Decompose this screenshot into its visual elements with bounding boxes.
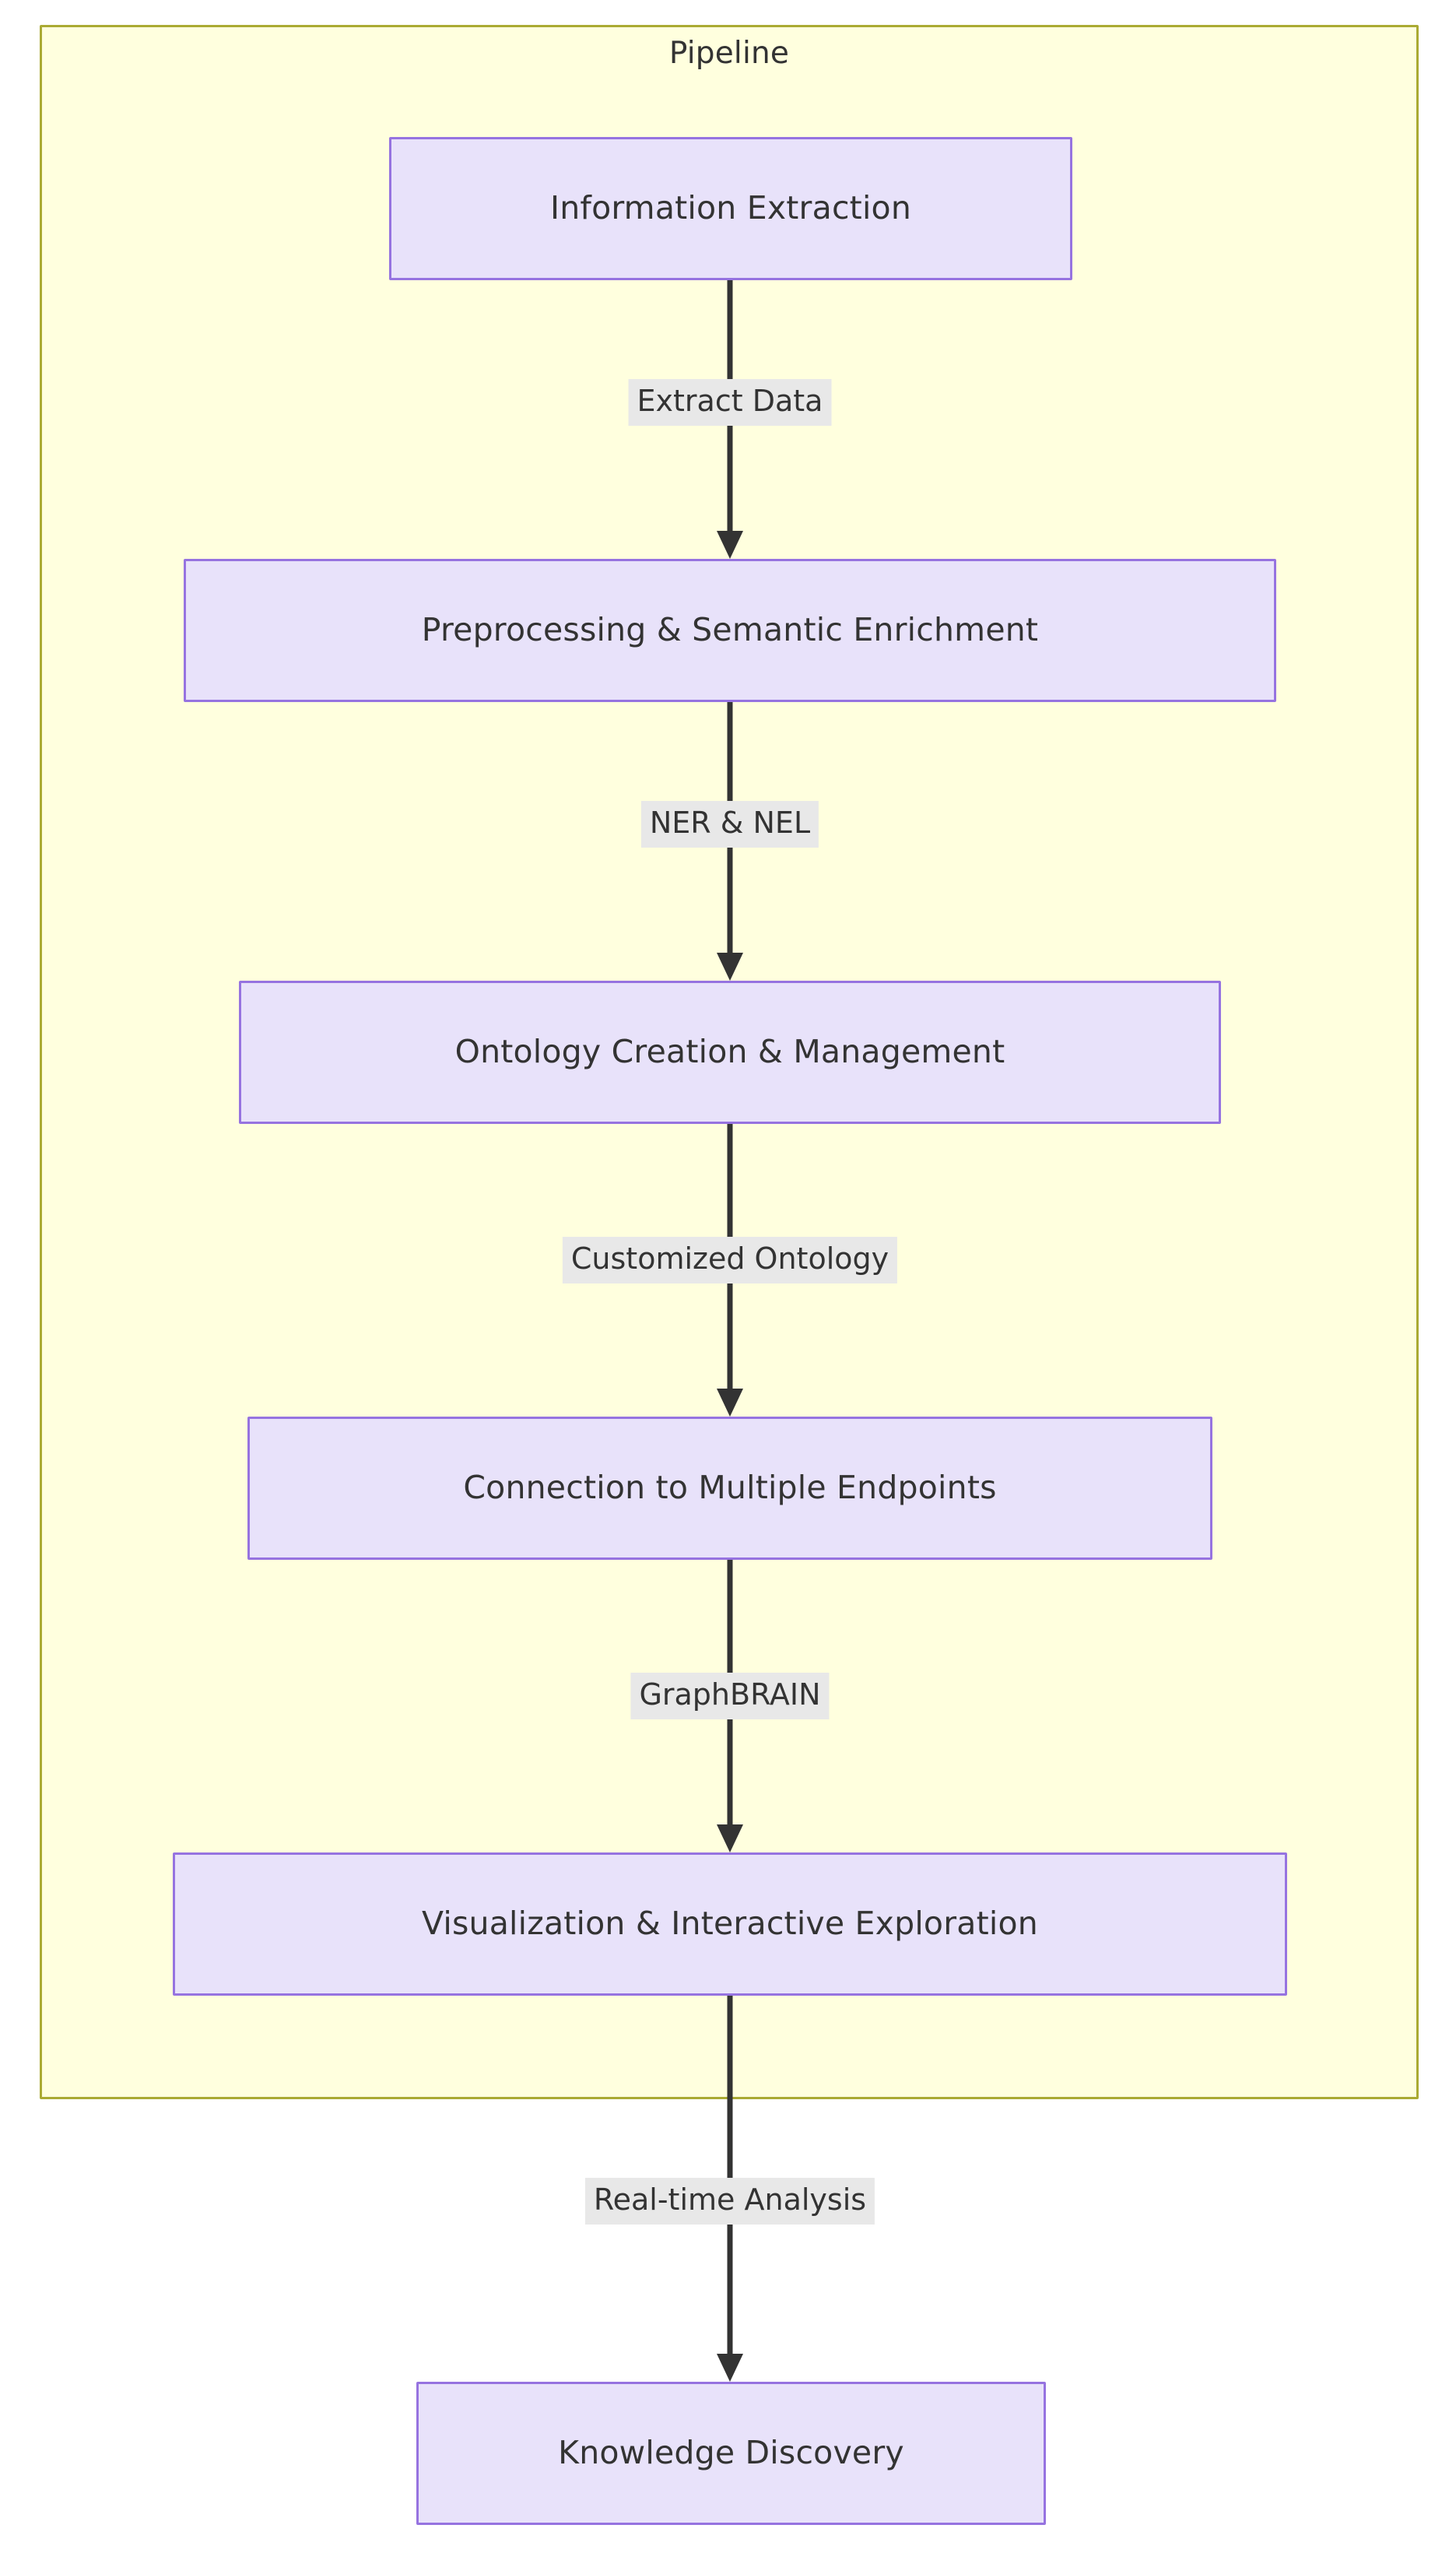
edge-arrow-ner-nel <box>717 953 743 981</box>
node-label-information-extraction: Information Extraction <box>549 189 912 227</box>
node-ontology-creation[interactable]: Ontology Creation & Management <box>239 981 1221 1124</box>
node-visualization[interactable]: Visualization & Interactive Exploration <box>173 1852 1287 1996</box>
node-label-knowledge-discovery: Knowledge Discovery <box>558 2434 904 2472</box>
edge-label-ner-nel: NER & NEL <box>640 801 819 848</box>
edge-label-extract-data: Extract Data <box>628 379 832 426</box>
edge-arrow-customized-ontology <box>717 1389 743 1417</box>
node-label-visualization: Visualization & Interactive Exploration <box>422 1905 1038 1943</box>
edge-line-real-time-analysis <box>727 1996 733 2354</box>
node-knowledge-discovery[interactable]: Knowledge Discovery <box>416 2382 1046 2525</box>
node-preprocessing[interactable]: Preprocessing & Semantic Enrichment <box>184 559 1276 702</box>
node-label-preprocessing: Preprocessing & Semantic Enrichment <box>421 611 1039 649</box>
edge-label-graphbrain: GraphBRAIN <box>630 1673 830 1719</box>
edge-arrow-graphbrain <box>717 1824 743 1852</box>
edge-label-customized-ontology: Customized Ontology <box>562 1237 898 1284</box>
edge-arrow-extract-data <box>717 531 743 559</box>
edge-label-real-time-analysis: Real-time Analysis <box>584 2178 875 2225</box>
node-label-ontology-creation: Ontology Creation & Management <box>454 1033 1005 1071</box>
node-connection-endpoints[interactable]: Connection to Multiple Endpoints <box>247 1417 1212 1560</box>
edge-arrow-real-time-analysis <box>717 2354 743 2382</box>
node-label-connection-endpoints: Connection to Multiple Endpoints <box>463 1469 997 1507</box>
subgraph-title: Pipeline <box>668 36 790 71</box>
node-information-extraction[interactable]: Information Extraction <box>389 137 1072 280</box>
